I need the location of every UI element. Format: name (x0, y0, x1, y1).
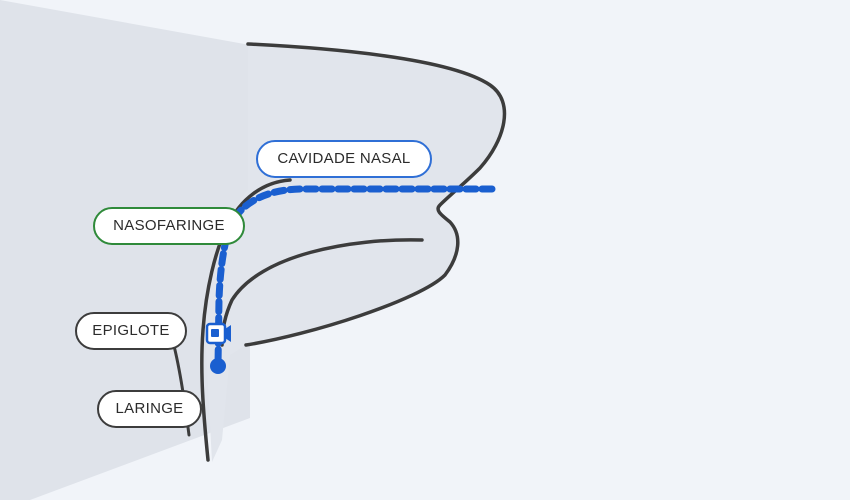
video-camera-icon (205, 322, 231, 345)
label-larynx: LARINGE (97, 390, 202, 428)
label-nasal-cavity: CAVIDADE NASAL (256, 140, 432, 178)
label-epiglottis: EPIGLOTE (75, 312, 187, 350)
label-nasopharynx: NASOFARINGE (93, 207, 245, 245)
viewing-cone (0, 0, 250, 500)
skull-outline (244, 42, 507, 347)
nasal-roof-outline (200, 178, 292, 462)
probe-tip-dot (210, 358, 226, 374)
